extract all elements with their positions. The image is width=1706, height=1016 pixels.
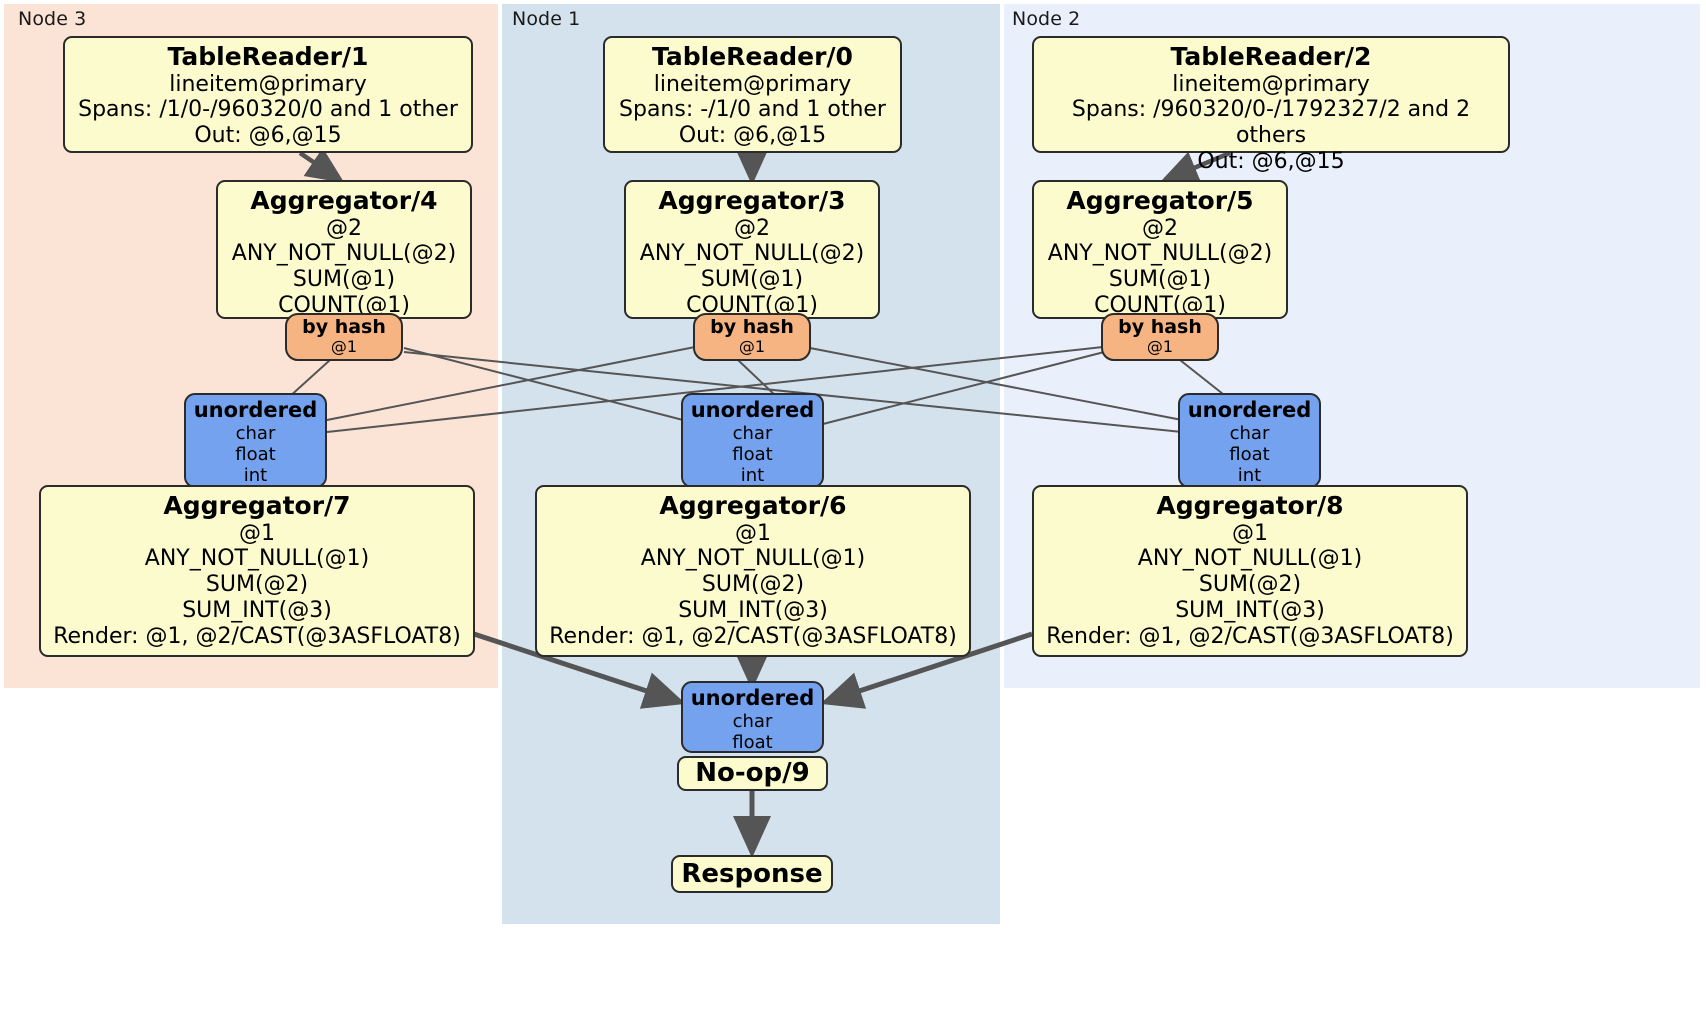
box-line: Render: @1, @2/CAST(@3ASFLOAT8) — [549, 624, 957, 650]
box-title: No-op/9 — [695, 758, 810, 789]
box-line: ANY_NOT_NULL(@1) — [144, 546, 370, 572]
processor-table-reader-1[interactable]: TableReader/1 lineitem@primary Spans: /1… — [63, 36, 473, 153]
box-line: @2 — [1142, 215, 1178, 241]
box-line: Out: @6,@15 — [1197, 149, 1345, 175]
stream-unordered-center[interactable]: unordered char float int — [681, 393, 824, 488]
box-line: @2 — [326, 215, 362, 241]
box-line: @1 — [1232, 520, 1268, 546]
processor-aggregator-5[interactable]: Aggregator/5 @2 ANY_NOT_NULL(@2) SUM(@1)… — [1032, 180, 1288, 319]
panel-label-node-3: Node 3 — [18, 8, 87, 30]
panel-label-node-2: Node 2 — [1012, 8, 1081, 30]
box-line: SUM_INT(@3) — [182, 598, 332, 624]
stream-line: int — [1237, 465, 1262, 487]
router-line: @1 — [1146, 337, 1174, 357]
box-title: Response — [681, 858, 823, 889]
box-title: Aggregator/4 — [250, 186, 438, 215]
box-line: SUM(@2) — [701, 572, 805, 598]
box-line: ANY_NOT_NULL(@1) — [640, 546, 866, 572]
panel-label-node-1: Node 1 — [512, 8, 581, 30]
stream-line: int — [740, 465, 765, 487]
processor-aggregator-3[interactable]: Aggregator/3 @2 ANY_NOT_NULL(@2) SUM(@1)… — [624, 180, 880, 319]
box-title: Aggregator/3 — [658, 186, 846, 215]
stream-unordered-left[interactable]: unordered char float int — [184, 393, 327, 488]
processor-table-reader-2[interactable]: TableReader/2 lineitem@primary Spans: /9… — [1032, 36, 1510, 174]
box-line: SUM_INT(@3) — [1175, 598, 1325, 624]
box-title: TableReader/1 — [167, 42, 369, 71]
box-line: SUM(@1) — [1108, 267, 1212, 293]
router-line: @1 — [330, 337, 358, 357]
stream-line: float — [1229, 444, 1270, 465]
box-line: SUM_INT(@3) — [678, 598, 828, 624]
stream-title: unordered — [690, 686, 815, 710]
stream-line: char — [235, 422, 276, 444]
box-title: Aggregator/6 — [659, 491, 847, 520]
router-by-hash-left[interactable]: by hash @1 — [285, 313, 403, 361]
box-line: SUM(@2) — [205, 572, 309, 598]
stream-line: char — [1229, 422, 1270, 444]
box-title: Aggregator/5 — [1066, 186, 1254, 215]
box-line: SUM(@1) — [292, 267, 396, 293]
box-line: SUM(@2) — [1198, 572, 1302, 598]
router-title: by hash — [710, 316, 794, 338]
processor-aggregator-7[interactable]: Aggregator/7 @1 ANY_NOT_NULL(@1) SUM(@2)… — [39, 485, 475, 657]
box-line: lineitem@primary — [653, 71, 852, 97]
stream-line: char — [732, 422, 773, 444]
stream-line: float — [235, 444, 276, 465]
stream-line: float — [732, 732, 773, 753]
processor-response[interactable]: Response — [671, 855, 833, 893]
router-title: by hash — [1118, 316, 1202, 338]
box-line: Spans: /1/0-/960320/0 and 1 other — [78, 97, 458, 123]
box-line: ANY_NOT_NULL(@2) — [231, 241, 457, 267]
box-line: ANY_NOT_NULL(@1) — [1137, 546, 1363, 572]
box-line: ANY_NOT_NULL(@2) — [639, 241, 865, 267]
router-title: by hash — [302, 316, 386, 338]
box-line: lineitem@primary — [169, 71, 367, 97]
stream-line: char — [732, 710, 773, 732]
box-line: Spans: -/1/0 and 1 other — [619, 97, 886, 123]
box-line: @1 — [239, 520, 275, 546]
box-line: @1 — [735, 520, 771, 546]
stream-title: unordered — [690, 398, 815, 422]
box-line: lineitem@primary — [1172, 71, 1370, 97]
box-line: Out: @6,@15 — [678, 123, 827, 149]
processor-table-reader-0[interactable]: TableReader/0 lineitem@primary Spans: -/… — [603, 36, 902, 153]
box-title: Aggregator/7 — [163, 491, 351, 520]
stream-title: unordered — [1187, 398, 1312, 422]
box-line: SUM(@1) — [700, 267, 804, 293]
box-line: Out: @6,@15 — [194, 123, 342, 149]
box-line: Render: @1, @2/CAST(@3ASFLOAT8) — [53, 624, 461, 650]
stream-line: float — [732, 444, 773, 465]
stream-title: unordered — [193, 398, 318, 422]
router-line: @1 — [738, 337, 766, 357]
stream-unordered-right[interactable]: unordered char float int — [1178, 393, 1321, 488]
box-line: Spans: /960320/0-/1792327/2 and 2 others — [1071, 97, 1471, 149]
box-line: ANY_NOT_NULL(@2) — [1047, 241, 1273, 267]
box-title: TableReader/2 — [1170, 42, 1372, 71]
processor-aggregator-8[interactable]: Aggregator/8 @1 ANY_NOT_NULL(@1) SUM(@2)… — [1032, 485, 1468, 657]
processor-no-op-9[interactable]: No-op/9 — [677, 756, 828, 791]
box-line: @2 — [734, 215, 770, 241]
box-line: Render: @1, @2/CAST(@3ASFLOAT8) — [1046, 624, 1454, 650]
processor-aggregator-4[interactable]: Aggregator/4 @2 ANY_NOT_NULL(@2) SUM(@1)… — [216, 180, 472, 319]
router-by-hash-center[interactable]: by hash @1 — [693, 313, 811, 361]
box-title: Aggregator/8 — [1156, 491, 1344, 520]
stream-unordered-final[interactable]: unordered char float — [681, 681, 824, 753]
box-title: TableReader/0 — [652, 42, 853, 71]
router-by-hash-right[interactable]: by hash @1 — [1101, 313, 1219, 361]
processor-aggregator-6[interactable]: Aggregator/6 @1 ANY_NOT_NULL(@1) SUM(@2)… — [535, 485, 971, 657]
stream-line: int — [243, 465, 268, 487]
